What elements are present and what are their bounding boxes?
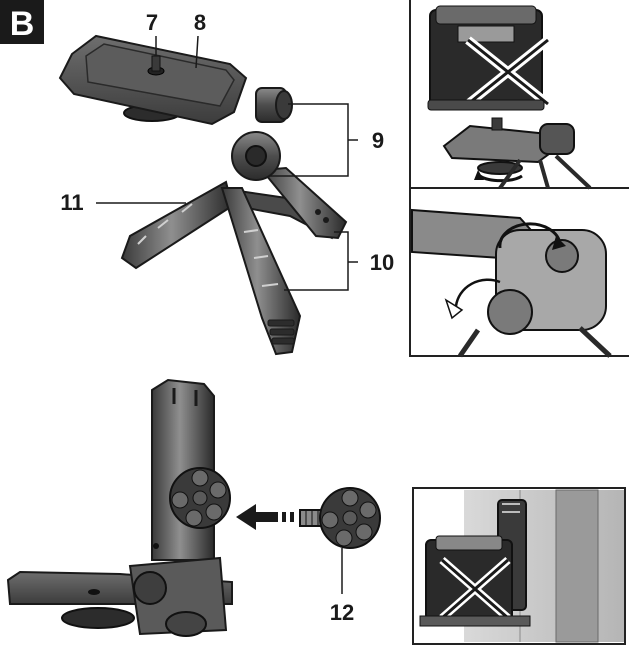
- wall-mount-detail: [412, 487, 626, 645]
- mini-tripod-mount-detail: [442, 117, 592, 190]
- angle-bracket-illustration: [6, 378, 233, 637]
- leader-lines: [96, 35, 358, 291]
- insertion-arrow: [236, 504, 294, 530]
- tripod-illustration: [58, 34, 348, 356]
- callout-11: 11: [60, 190, 83, 215]
- hinge-closeup-detail: [411, 208, 612, 358]
- callout-10: 10: [370, 250, 394, 275]
- section-label: B: [10, 5, 35, 43]
- locking-knob-12: [299, 487, 381, 594]
- callout-8: 8: [194, 10, 206, 35]
- detail-panels-top-right: [409, 0, 629, 358]
- callout-7: 7: [146, 10, 158, 35]
- section-badge: B: [0, 0, 44, 44]
- callout-9: 9: [372, 128, 384, 153]
- laser-level-detail: [427, 5, 551, 111]
- callout-12: 12: [330, 600, 354, 625]
